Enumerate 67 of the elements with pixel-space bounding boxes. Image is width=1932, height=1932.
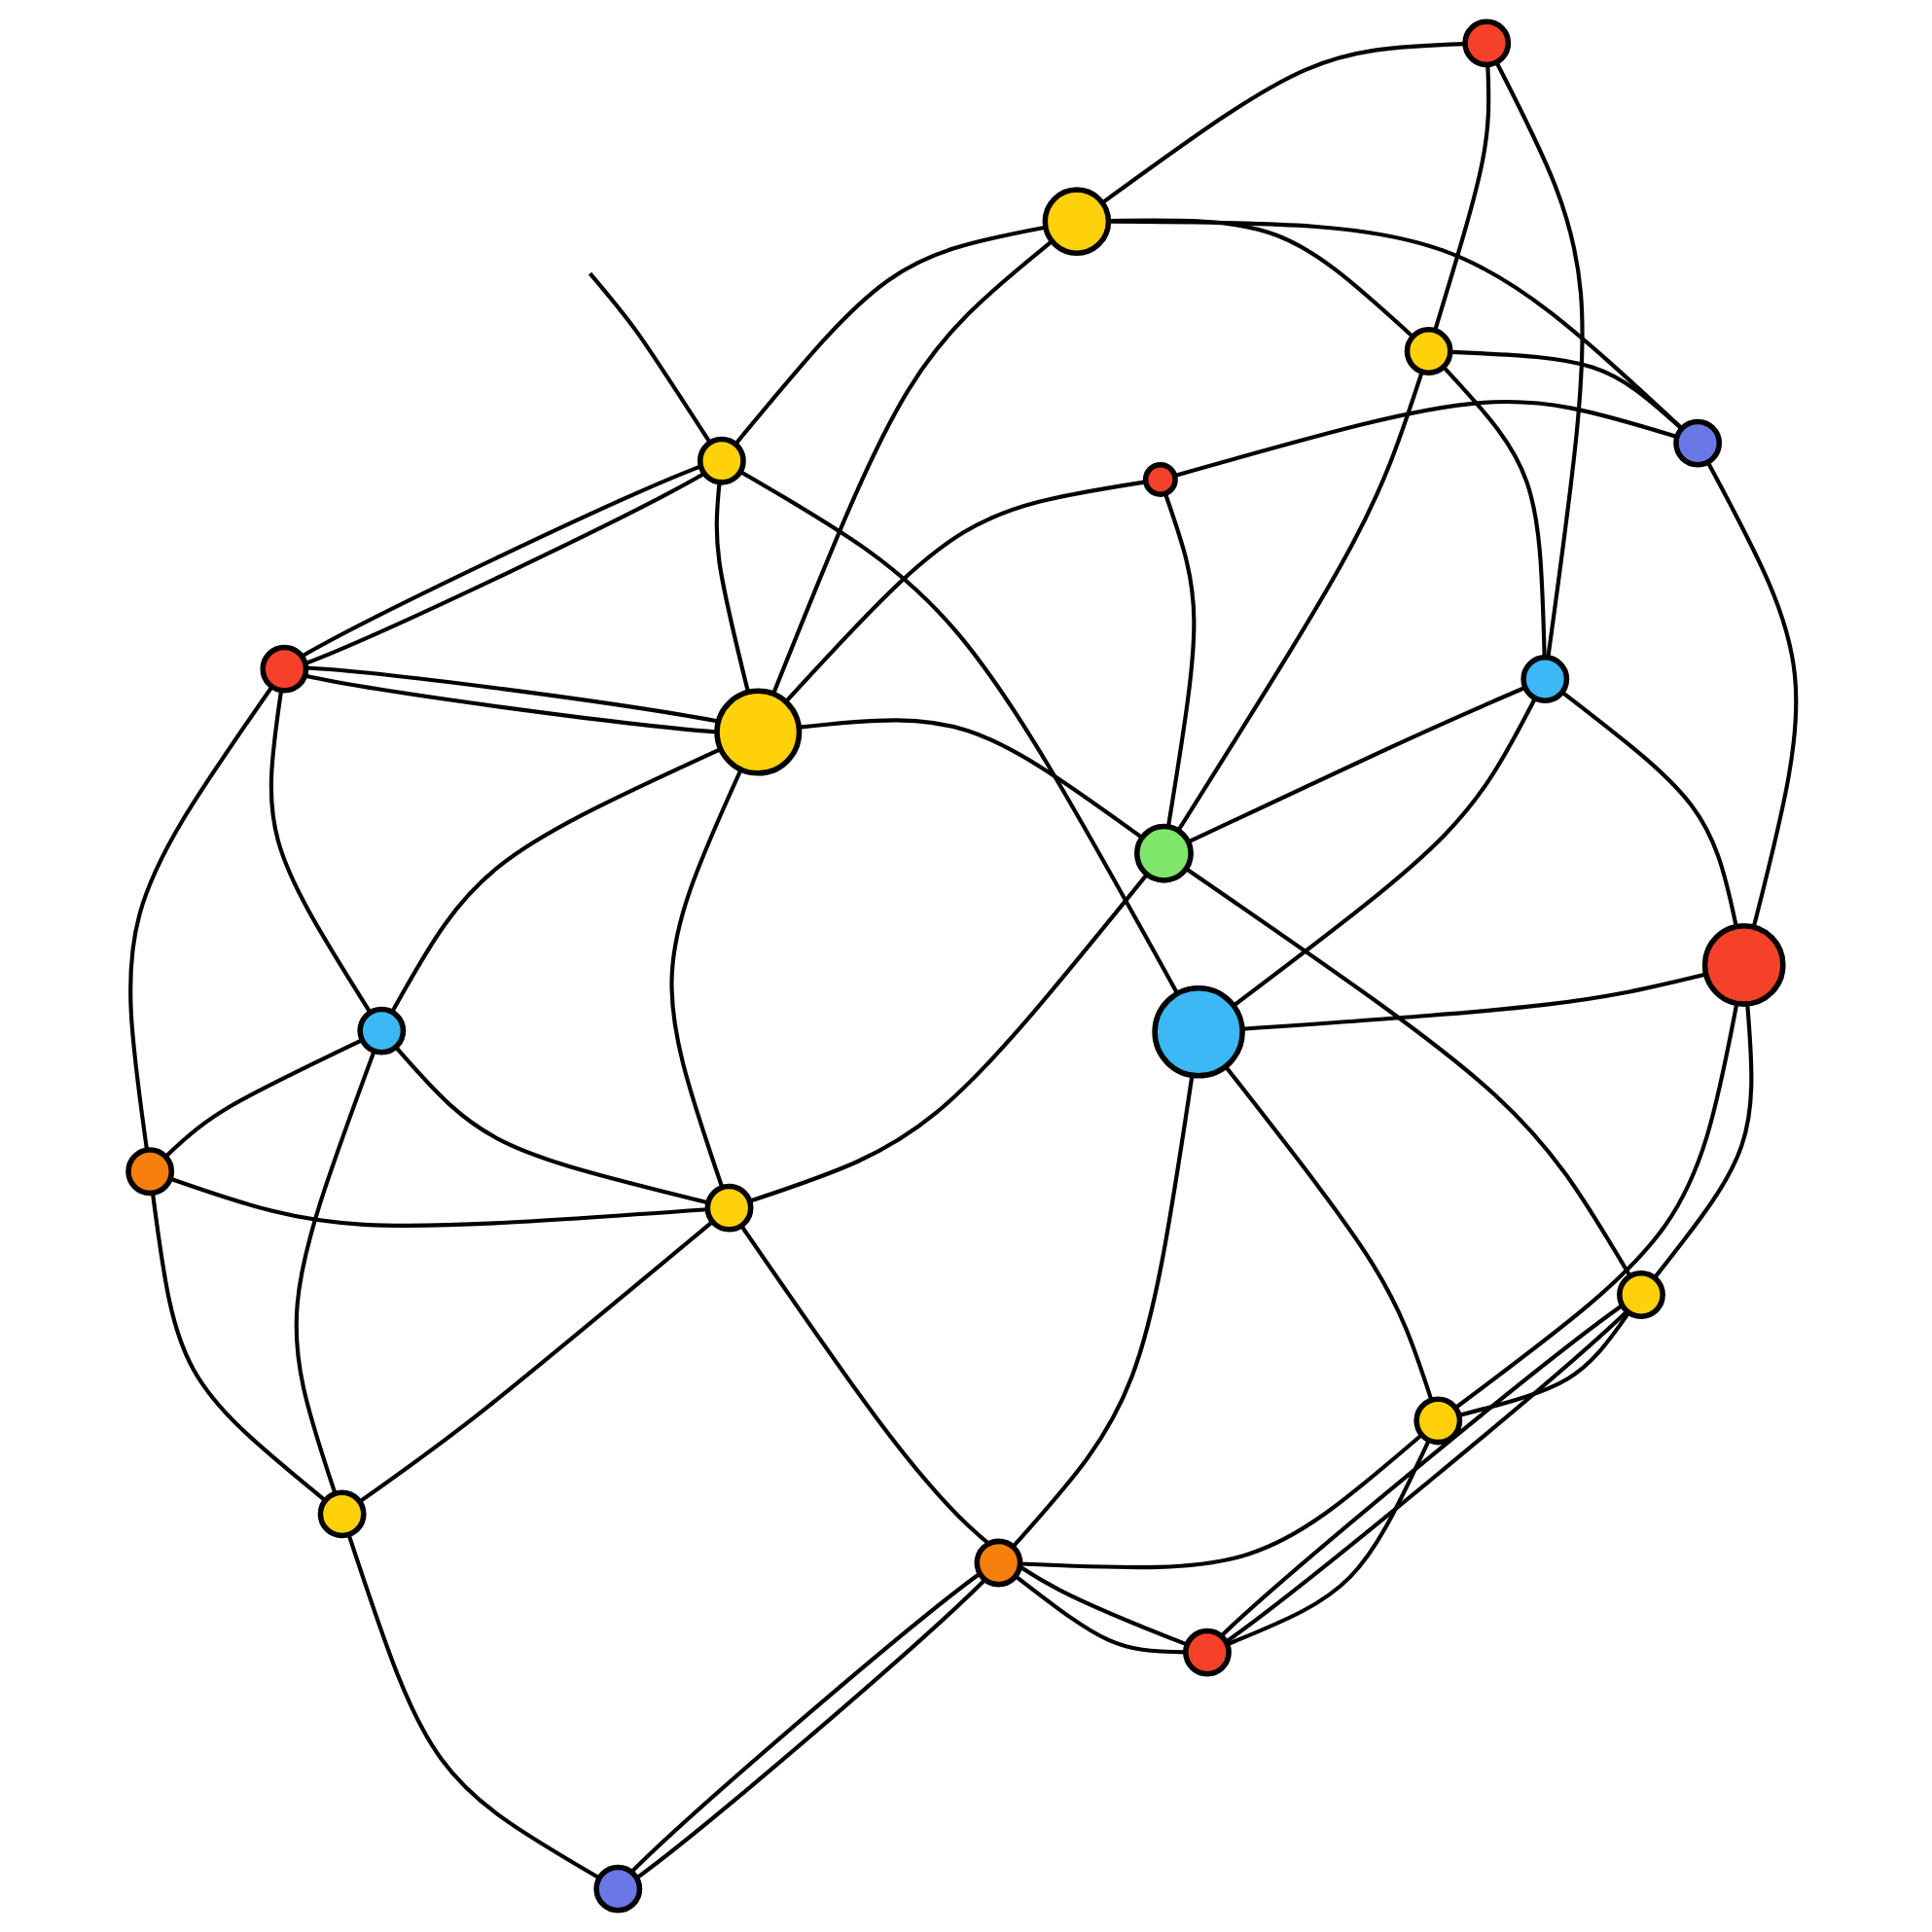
node-circle — [1042, 187, 1112, 256]
node-circle — [1521, 655, 1570, 703]
connector — [1224, 1065, 1434, 1401]
connector — [1187, 686, 1526, 844]
node-circle — [1673, 418, 1723, 468]
connector — [169, 1176, 708, 1228]
node-circle — [1134, 823, 1194, 883]
connector — [128, 685, 274, 1151]
node-circle — [1701, 923, 1786, 1007]
connector — [294, 1050, 376, 1494]
connector — [588, 271, 712, 444]
node-circle — [1404, 327, 1453, 376]
node-circle — [697, 436, 746, 485]
connector — [739, 470, 1180, 995]
connector — [1174, 400, 1678, 478]
connector — [799, 718, 1143, 840]
connector — [1494, 61, 1585, 658]
connector — [1458, 1311, 1630, 1417]
node-circle — [1152, 985, 1245, 1079]
node-circle — [357, 1006, 407, 1055]
node-circle — [260, 644, 309, 694]
node-circle — [1413, 1396, 1463, 1446]
connector — [164, 1038, 364, 1158]
node-circle — [704, 1183, 754, 1233]
connector — [771, 239, 1054, 696]
node-circle — [317, 1489, 367, 1539]
connector — [1020, 1433, 1423, 1570]
node-circle — [714, 688, 803, 776]
connector — [714, 482, 750, 693]
node-circle — [974, 1538, 1023, 1588]
node-circle — [1142, 462, 1178, 498]
connector — [1101, 42, 1465, 204]
connector — [669, 769, 743, 1188]
connector — [1185, 867, 1632, 1277]
connector — [739, 1224, 1188, 1647]
connector — [305, 665, 719, 724]
connector — [1706, 461, 1799, 928]
connector — [1163, 493, 1197, 828]
connector — [1012, 1075, 1195, 1549]
connector — [1242, 972, 1707, 1031]
connector — [394, 1046, 709, 1205]
connector — [1226, 1439, 1431, 1647]
connector — [733, 225, 1046, 446]
node-circle — [593, 1864, 643, 1914]
connector — [1449, 349, 1684, 431]
connector — [784, 480, 1147, 703]
connector — [1433, 64, 1491, 331]
node-circle — [125, 1147, 175, 1197]
connector — [1442, 365, 1547, 658]
connector — [1108, 218, 1414, 339]
connector — [150, 1193, 327, 1502]
node-circle — [1183, 1628, 1232, 1677]
connector — [304, 673, 717, 734]
connector — [1015, 1574, 1186, 1655]
node-circle — [1462, 18, 1512, 68]
connector — [1108, 219, 1683, 430]
connector — [748, 873, 1149, 1203]
connector — [1454, 1003, 1739, 1410]
connector — [1233, 698, 1537, 1008]
connector — [358, 1220, 714, 1504]
connector — [268, 690, 373, 1014]
connector — [390, 747, 722, 1013]
connector — [1653, 1004, 1754, 1279]
node-circle — [1617, 1270, 1665, 1319]
connector — [1561, 691, 1738, 927]
connector — [346, 1534, 601, 1880]
connector — [1176, 371, 1424, 832]
